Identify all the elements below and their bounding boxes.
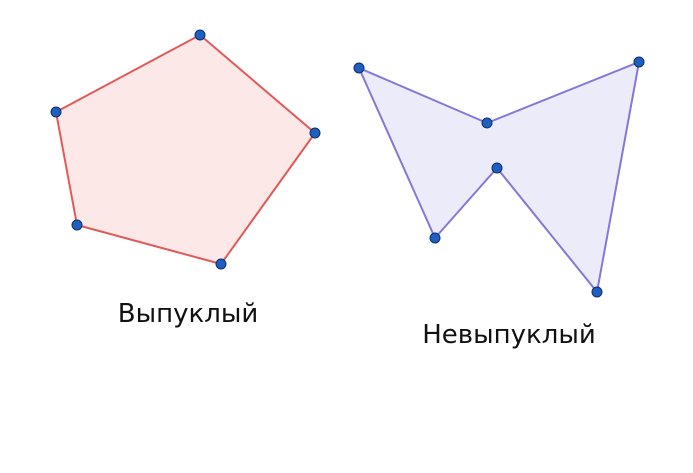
nonconvex-polygon <box>358 61 640 293</box>
convex-vertex <box>71 219 83 231</box>
convex-polygon-group <box>50 29 321 270</box>
convex-label: Выпуклый <box>118 299 259 329</box>
nonconvex-vertex <box>429 232 441 244</box>
nonconvex-vertex <box>353 62 365 74</box>
nonconvex-polygon-group <box>353 56 645 298</box>
convex-polygon <box>55 34 316 265</box>
convex-vertex <box>194 29 206 41</box>
nonconvex-vertex <box>491 162 503 174</box>
convex-vertex <box>50 106 62 118</box>
nonconvex-label: Невыпуклый <box>422 320 596 350</box>
nonconvex-vertex <box>591 286 603 298</box>
nonconvex-vertex <box>633 56 645 68</box>
convex-vertex <box>309 127 321 139</box>
nonconvex-vertex <box>481 117 493 129</box>
convex-vertex <box>215 258 227 270</box>
